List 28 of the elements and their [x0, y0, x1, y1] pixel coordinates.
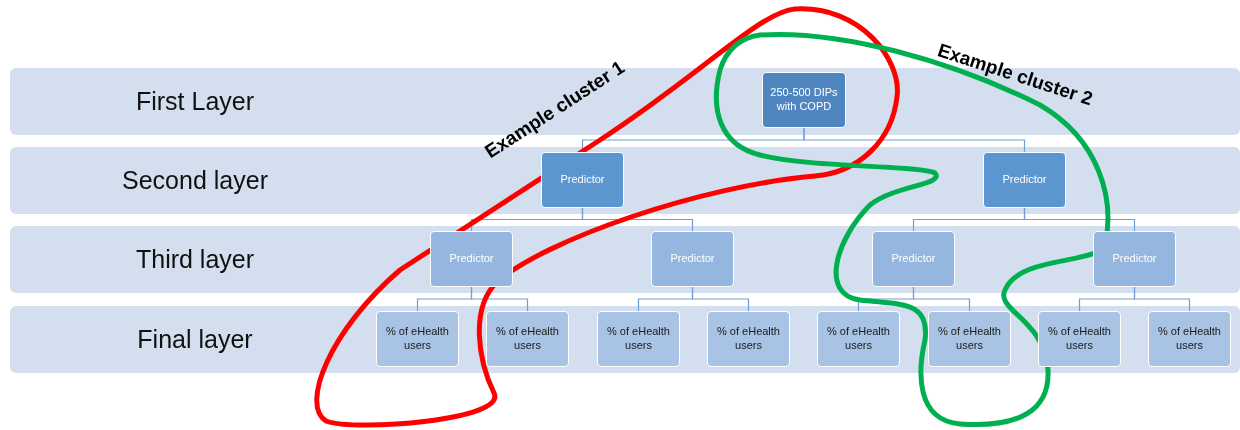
layer-label: First Layer [134, 85, 256, 117]
layer-label: Second layer [121, 164, 269, 196]
tree-box: % of eHealth users [597, 311, 680, 367]
tree-connector [470, 286, 529, 312]
layer-label: Final layer [136, 323, 254, 355]
tree-box: % of eHealth users [1038, 311, 1121, 367]
tree-box: % of eHealth users [1148, 311, 1231, 367]
layer-label: Third layer [134, 243, 256, 275]
tree-connector [803, 127, 1026, 153]
tree-connector [691, 286, 750, 312]
tree-box: % of eHealth users [707, 311, 790, 367]
tree-box: Predictor [430, 231, 513, 287]
tree-box: Predictor [1093, 231, 1176, 287]
tree-box: % of eHealth users [817, 311, 900, 367]
layer-band [10, 306, 1240, 373]
tree-box: Predictor [651, 231, 734, 287]
tree-box: % of eHealth users [486, 311, 569, 367]
tree-connector [581, 207, 694, 232]
tree-connector [912, 286, 971, 312]
layer-band [10, 226, 1240, 293]
tree-box: % of eHealth users [928, 311, 1011, 367]
tree-connector [1133, 286, 1191, 312]
tree-box: 250-500 DIPs with COPD [762, 72, 846, 128]
tree-box: Predictor [872, 231, 955, 287]
tree-box: % of eHealth users [376, 311, 459, 367]
tree-box: Predictor [541, 152, 624, 208]
tree-box: Predictor [983, 152, 1066, 208]
tree-connector [1023, 207, 1136, 232]
